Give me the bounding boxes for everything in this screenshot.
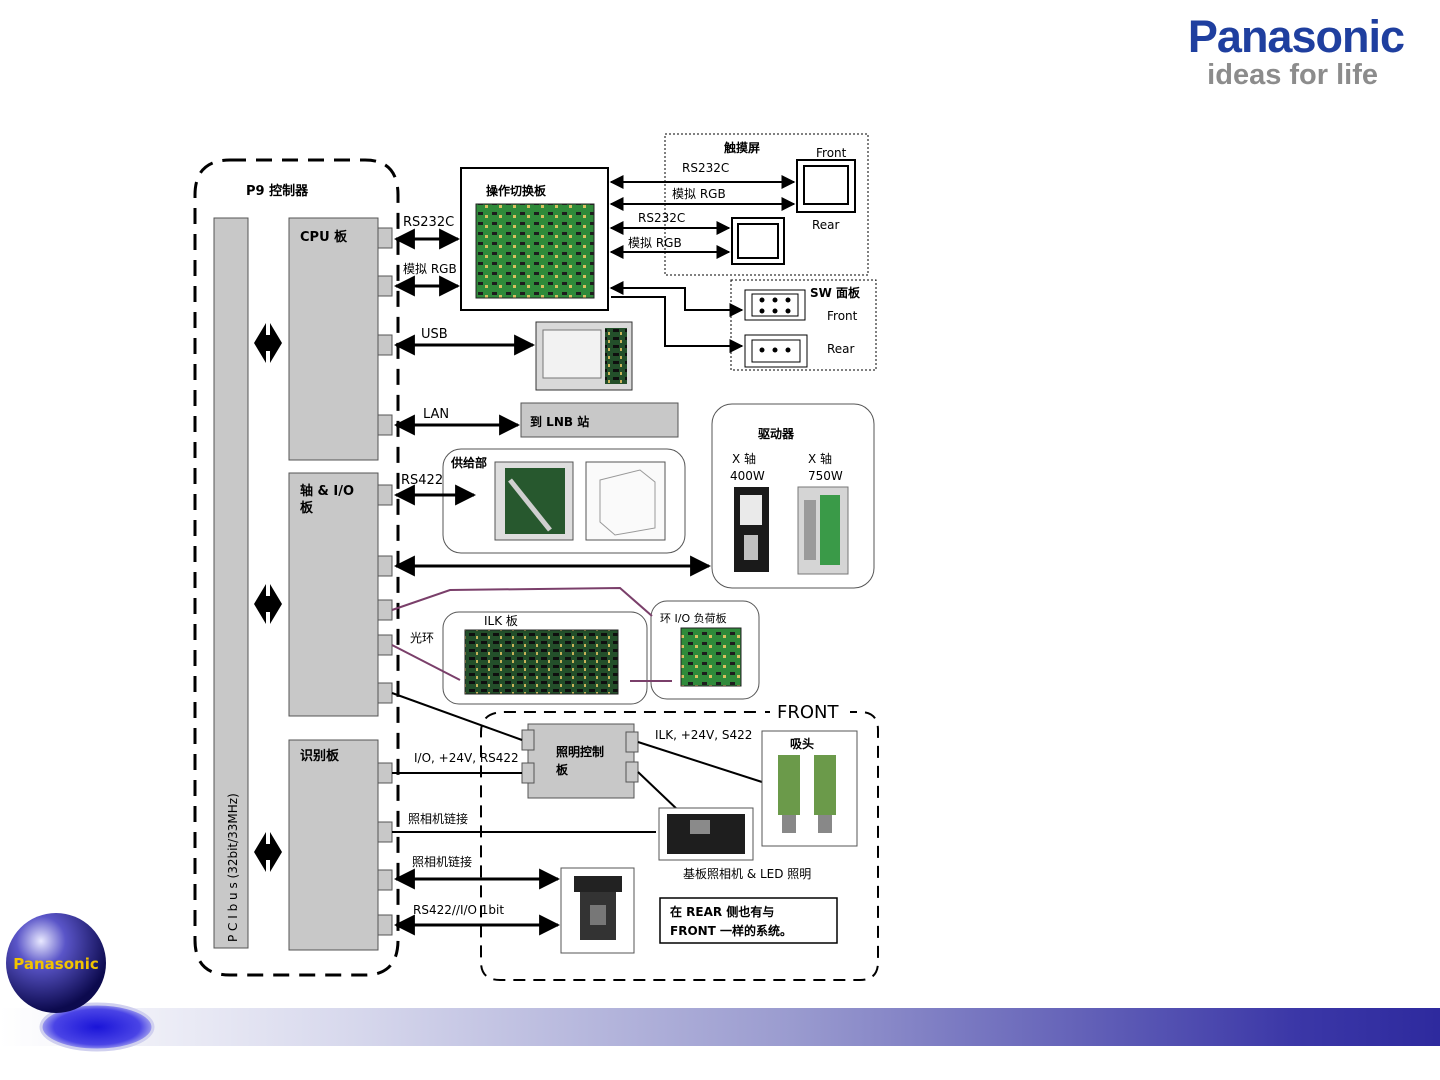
cpu-board-ports [377,227,393,436]
brand-name: Panasonic [1187,11,1405,62]
pci-bus [213,217,249,949]
rear-note-line-1: 在 REAR 侧也有与 [670,904,774,919]
driver-x2-power: 750W [808,469,843,483]
driver-title: 驱动器 [758,427,795,441]
light-to-head-link [637,741,763,783]
driver-750w-image [797,486,849,575]
footer-gradient-bar [0,1008,1440,1046]
light-control-ports [521,729,639,784]
touch-front-label: Front [816,146,847,160]
rs232c-label: RS232C [403,215,454,230]
cpu-board-label: CPU 板 [300,229,348,245]
recognition-board-label: 识别板 [300,748,340,764]
ring-io-pcb-image [680,627,742,687]
switch-board-label: 操作切换板 [486,183,547,198]
rear-note-line-2: FRONT 一样的系统。 [670,923,792,938]
light-ring-line [391,644,461,681]
axis-io-board-label-1: 轴 & I/O [300,483,354,499]
switch-board-pcb-image [475,203,595,299]
bus-arrow-icon-3 [254,832,282,872]
rear-note-box [659,897,838,944]
touch-rgb-2-label: 模拟 RGB [628,236,682,250]
ilk-board-pcb-image [464,629,619,695]
axis-io-board-label-2: 板 [300,500,314,516]
panasonic-orb-logo: Panasonic [6,913,155,1052]
monitor-front-icon [796,159,856,213]
sw-panel-rear-label: Rear [827,342,855,356]
driver-x1-axis: X 轴 [732,451,756,466]
touch-rear-label: Rear [812,218,840,232]
front-area-outline [480,711,879,981]
brand-logo: Panasonic ideas for life [1187,11,1405,91]
rs422-io-1bit-label: RS422//I/O 1bit [413,903,504,917]
sw-panel-title: SW 面板 [810,285,861,300]
driver-x1-power: 400W [730,469,765,483]
driver-400w-image [734,487,769,572]
analog-rgb-label: 模拟 RGB [403,262,457,276]
light-ring-label: 光环 [410,631,434,645]
io-24v-rs422-label: I/O, +24V, RS422 [414,751,519,765]
brand-tagline: ideas for life [1207,59,1378,91]
front-area-label: FRONT [777,702,839,723]
lnb-station-label: 到 LNB 站 [530,414,589,429]
lnb-station-box [520,402,679,438]
feeder-label: 供给部 [450,455,487,470]
touch-panel-title: 触摸屏 [724,140,760,155]
suction-head-box [761,730,858,847]
touch-rs232c-1-label: RS232C [682,161,729,175]
sw-panel-front-label: Front [827,309,858,323]
light-control-label-2: 板 [556,762,569,777]
axis-io-to-light-link [391,692,523,741]
touch-rs232c-2-label: RS232C [638,211,685,225]
axis-io-board-ports [377,484,393,704]
light-control-label-1: 照明控制 [556,744,604,759]
light-control-board [527,723,635,799]
controller-outline [193,158,400,977]
rs422-label: RS422 [401,473,443,488]
lan-label: LAN [423,407,449,422]
cpu-board [288,217,379,461]
component-camera-image [574,876,622,940]
camera-link-2-label: 照相机链接 [412,854,472,869]
touch-rgb-1-label: 模拟 RGB [672,187,726,201]
feeder-machine-image [585,461,666,541]
sw-panel-area [730,279,877,371]
suction-head-label: 吸头 [790,736,814,751]
sw-front-link [609,281,744,317]
orb-label: Panasonic [13,955,98,973]
bus-arrow-icon-1 [254,323,282,363]
recognition-board-ports [377,762,393,936]
sw-panel-rear-icon [744,334,808,368]
suction-head-image [778,755,836,833]
ilk-24v-label: ILK, +24V, S422 [655,728,752,742]
ilk-board-label: ILK 板 [484,614,518,628]
camera-link-1-label: 照相机链接 [408,811,468,826]
monitor-rear-icon [731,217,785,265]
board-camera-label: 基板照相机 & LED 照明 [683,867,811,881]
ring-io-label: 环 I/O 负荷板 [660,611,727,625]
sw-rear-link [611,296,744,353]
sw-panel-front-icon [744,289,806,321]
bus-arrow-icon-2 [254,584,282,624]
axis-io-board [288,472,379,717]
light-to-camera-link [637,771,681,813]
usb-label: USB [421,327,448,342]
pci-bus-label: P C I b u s (32bit/33MHz) [226,793,240,942]
controller-title: P9 控制器 [246,183,309,199]
driver-x2-axis: X 轴 [808,451,832,466]
ring-loop-line-1 [391,586,653,617]
recognition-board [288,739,379,951]
